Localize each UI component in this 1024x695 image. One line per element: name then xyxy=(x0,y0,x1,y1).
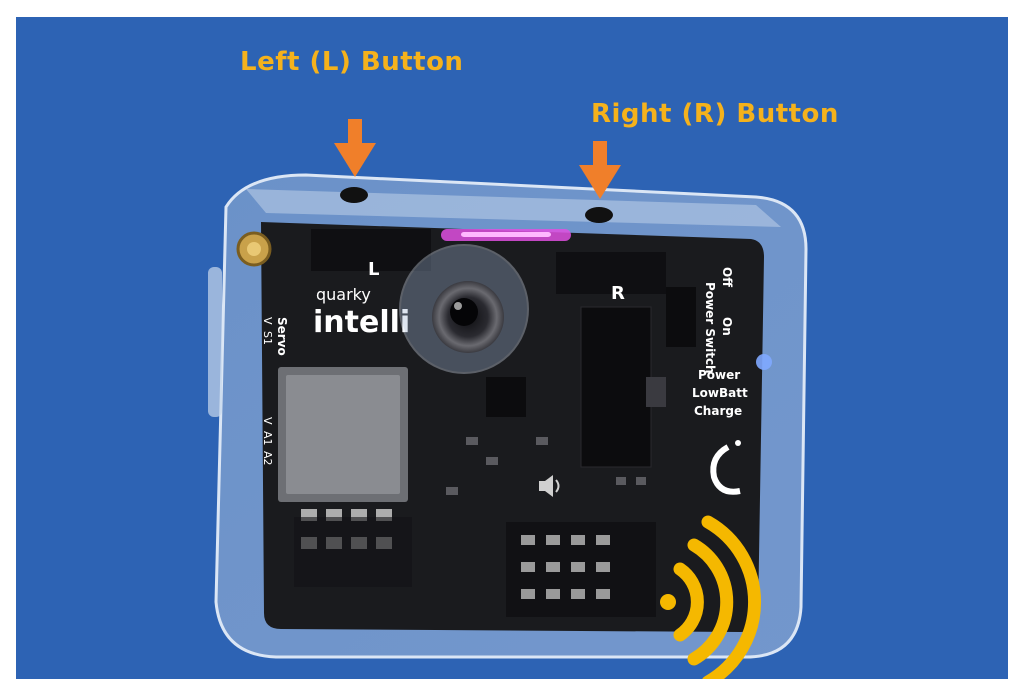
indicator-charge: Charge xyxy=(694,404,742,418)
wifi-signal-icon xyxy=(660,515,761,679)
image-frame: L R quarky intelli Servo V S1 V A1 A2 xyxy=(16,17,1008,679)
brand-small: quarky xyxy=(316,285,371,304)
servo-pin-v: V xyxy=(261,317,274,325)
servo-pin-s1: S1 xyxy=(261,331,274,345)
right-button-label: Right (R) Button xyxy=(591,99,839,129)
device-illustration: L R quarky intelli Servo V S1 V A1 A2 xyxy=(208,119,808,679)
analog-pin-a2: A2 xyxy=(261,451,274,466)
down-arrow-icon xyxy=(579,141,621,199)
servo-label: Servo xyxy=(275,317,289,356)
indicator-power: Power xyxy=(698,368,740,382)
power-switch-label: Power Switch xyxy=(703,282,717,374)
analog-pin-v: V xyxy=(261,417,274,425)
down-arrow-icon xyxy=(334,119,376,177)
camera-lens-icon xyxy=(399,244,529,374)
indicator-lowbatt: LowBatt xyxy=(692,386,748,400)
left-button-mark: L xyxy=(368,259,379,280)
analog-pin-a1: A1 xyxy=(261,431,274,446)
quarky-logo-icon xyxy=(710,440,741,495)
speaker-icon xyxy=(539,475,560,497)
left-button-label: Left (L) Button xyxy=(240,47,464,77)
switch-off-label: Off xyxy=(720,267,734,287)
brand-large: intelli xyxy=(313,305,410,340)
right-button-mark: R xyxy=(611,283,625,304)
switch-on-label: On xyxy=(720,317,734,336)
circuit-board: L R quarky intelli Servo V S1 V A1 A2 xyxy=(236,187,772,632)
